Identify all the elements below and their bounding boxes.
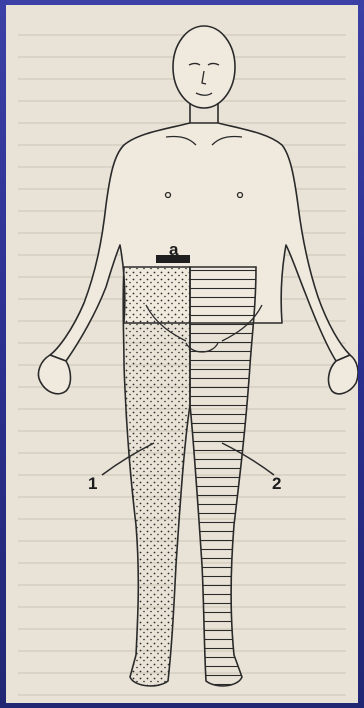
body-figure-svg [6,5,358,703]
region-1-stippled [123,267,190,686]
region-label-1: 1 [88,475,97,492]
region-2-hatched [190,267,256,686]
diagram-paper: a 1 2 [6,5,358,703]
lower-body-regions [123,267,256,686]
left-arm-hand [38,355,70,394]
region-label-2: 2 [272,475,281,492]
right-arm-hand [329,355,358,394]
segment-label-a: a [169,241,178,258]
